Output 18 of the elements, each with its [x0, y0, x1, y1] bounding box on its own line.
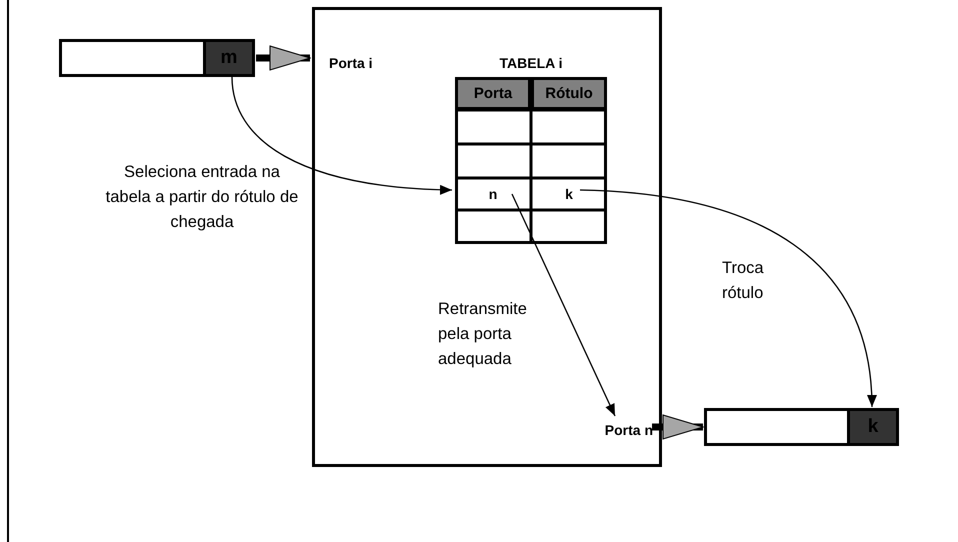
- arrow: [652, 414, 704, 440]
- port-label: Porta n: [573, 420, 653, 440]
- arrow: [511, 194, 616, 416]
- edge-label: Retransmite pela porta adequada: [438, 299, 528, 370]
- port-label: Porta i: [329, 53, 399, 73]
- packet-box: [704, 408, 899, 446]
- packet-box: [59, 39, 255, 77]
- arrow: [580, 189, 876, 408]
- table-cell: k: [531, 178, 607, 210]
- table-title: TABELA i: [498, 54, 564, 73]
- edge-label: Troca rótulo: [722, 258, 765, 304]
- column-header: Rótulo: [531, 77, 607, 110]
- router-box: [312, 7, 662, 467]
- arrow: [231, 76, 452, 195]
- column-header: Porta: [455, 77, 531, 110]
- table-cell: n: [455, 178, 531, 210]
- arrow: [256, 46, 310, 70]
- edge-label: Seleciona entrada na tabela a partir do rótulo de chegada: [104, 162, 300, 233]
